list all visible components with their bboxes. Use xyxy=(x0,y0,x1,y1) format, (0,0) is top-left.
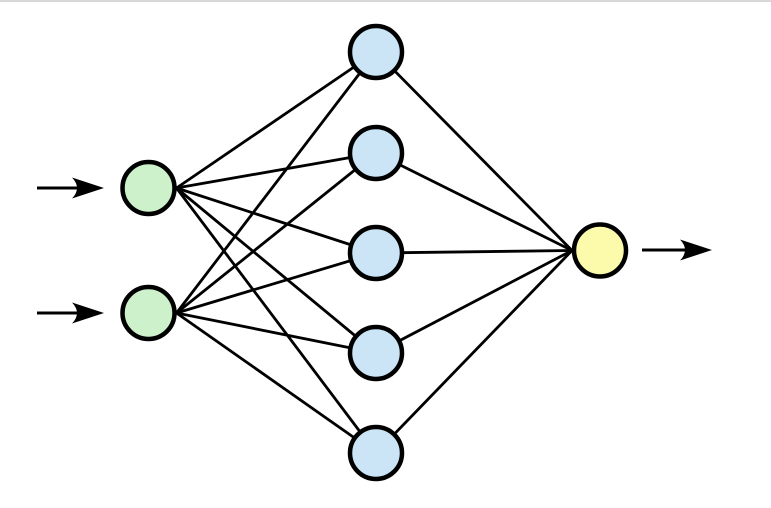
edge-in2-h5 xyxy=(175,311,377,455)
edges-layer xyxy=(175,50,574,455)
arrows-layer xyxy=(37,177,712,324)
input-arrow-2 xyxy=(37,302,104,324)
edge-in1-h5 xyxy=(175,187,378,454)
nodes-layer xyxy=(120,23,629,482)
edge-in2-h3 xyxy=(176,251,377,315)
edge-in1-h2 xyxy=(176,151,377,190)
input-node-in1 xyxy=(120,159,177,217)
hidden-node-h3 xyxy=(347,224,405,282)
edge-h4-out1 xyxy=(375,249,573,355)
edge-in2-h1 xyxy=(175,51,378,314)
hidden-node-h1 xyxy=(347,23,405,81)
edge-in2-h2 xyxy=(175,151,377,315)
input-arrow-1 xyxy=(37,177,104,199)
edge-h5-out1 xyxy=(374,249,574,454)
edge-in1-h3 xyxy=(176,186,377,255)
edge-h2-out1 xyxy=(375,151,573,252)
input-arrow-2-head xyxy=(72,302,104,324)
window-top-border xyxy=(0,0,771,2)
hidden-node-h5 xyxy=(347,424,405,482)
edge-h3-out1 xyxy=(375,249,573,255)
edge-h1-out1 xyxy=(375,51,573,252)
hidden-node-h4 xyxy=(347,324,405,382)
edge-in2-h4 xyxy=(176,311,377,355)
output-arrow-head xyxy=(680,239,712,261)
edge-in1-h1 xyxy=(175,50,377,190)
input-arrow-1-head xyxy=(72,177,104,199)
output-node-out1 xyxy=(571,222,629,279)
output-arrow xyxy=(642,239,712,261)
input-node-in2 xyxy=(120,284,177,342)
edge-in1-h4 xyxy=(175,186,377,355)
hidden-node-h2 xyxy=(347,124,405,182)
